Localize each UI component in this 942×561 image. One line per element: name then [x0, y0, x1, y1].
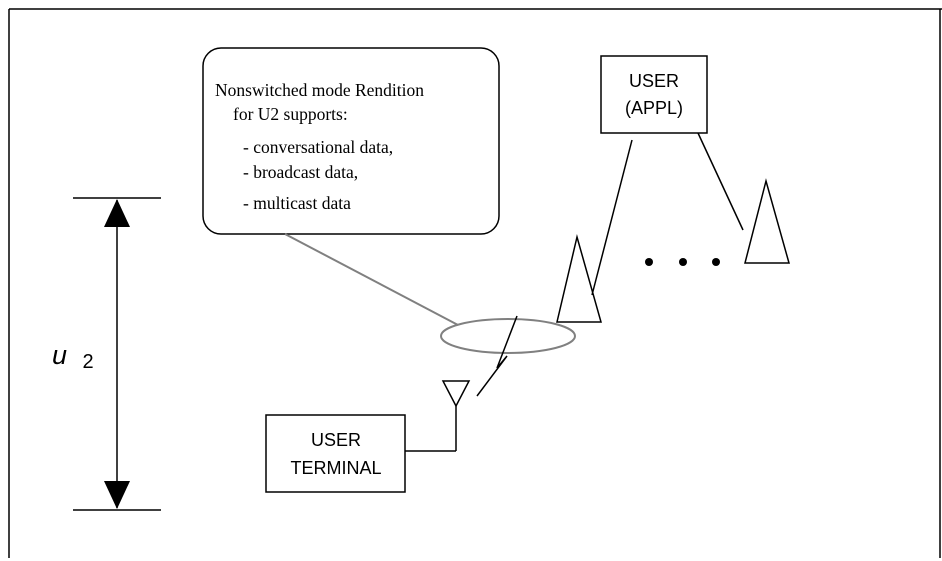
- span-down-arrow: [104, 481, 130, 509]
- base-station-tower-left: [556, 234, 602, 323]
- appl-link-right: [697, 132, 744, 231]
- appl-link-left: [591, 139, 633, 296]
- callout-title-line2: for U2 supports:: [233, 104, 348, 124]
- ellipsis-dot: [712, 258, 720, 266]
- callout-item-conversational: - conversational data,: [243, 137, 393, 157]
- terminal-antenna-triangle: [441, 380, 471, 408]
- radio-link-ellipse: [440, 318, 576, 354]
- callout-pointer-line: [284, 233, 459, 326]
- frame: [8, 8, 942, 558]
- interface-label-subscript: 2: [83, 351, 94, 373]
- ellipsis-dot: [679, 258, 687, 266]
- user-terminal-line1: USER: [311, 430, 361, 450]
- span-up-arrow: [104, 199, 130, 227]
- base-station-tower-right: [744, 178, 790, 264]
- callout-box: Nonswitched mode Rendition for U2 suppor…: [202, 47, 500, 235]
- callout-item-broadcast: - broadcast data,: [243, 162, 358, 182]
- user-terminal-line2: TERMINAL: [290, 458, 381, 478]
- radio-lightning-bolt: [476, 315, 518, 397]
- callout-item-multicast: - multicast data: [243, 193, 351, 213]
- ellipsis-dot: [645, 258, 653, 266]
- interface-label: u 2: [52, 340, 94, 373]
- ellipsis-dots: [645, 258, 720, 266]
- user-appl-line2: (APPL): [625, 98, 683, 118]
- user-appl-line1: USER: [629, 71, 679, 91]
- user-appl-box: USER (APPL): [600, 55, 708, 134]
- user-terminal-rect: [265, 414, 406, 493]
- callout-rounded-rect: [202, 47, 500, 235]
- callout-title-line1: Nonswitched mode Rendition: [215, 80, 424, 100]
- interface-label-letter: u: [52, 340, 67, 370]
- terminal-antenna: [405, 380, 471, 452]
- u2-span-indicator: [73, 197, 161, 511]
- user-appl-rect: [600, 55, 708, 134]
- user-terminal-box: USER TERMINAL: [265, 414, 406, 493]
